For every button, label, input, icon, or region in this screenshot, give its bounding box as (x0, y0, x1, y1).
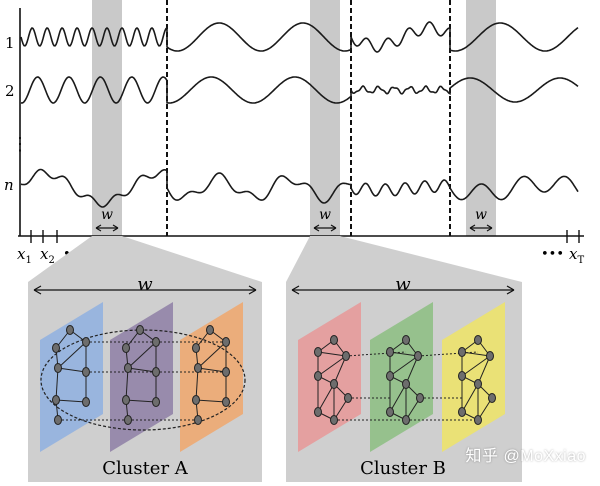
graph-node (458, 347, 466, 357)
watermark: 知乎 @MoXxiao (465, 448, 586, 465)
graph-node (54, 363, 62, 373)
window-band-1 (92, 0, 122, 236)
graph-node (330, 335, 338, 345)
graph-node (386, 371, 394, 381)
graph-node (122, 395, 130, 405)
graph-node (54, 415, 62, 425)
graph-node (136, 325, 144, 335)
graph-node (222, 367, 230, 377)
zoom-connector-b (286, 236, 522, 282)
window-marker-2: w (313, 207, 337, 232)
graph-node (124, 363, 132, 373)
graph-node (402, 335, 410, 345)
graph-node (344, 393, 352, 403)
cluster-b-panel: w Cluster B (286, 274, 522, 482)
graph-node (192, 343, 200, 353)
cluster-b-width-label: w (395, 274, 411, 295)
cluster-a-label: Cluster A (102, 458, 189, 479)
cluster-b-layer-2 (370, 302, 433, 452)
svg-text:w: w (475, 207, 487, 223)
graph-node (52, 343, 60, 353)
graph-node (314, 407, 322, 417)
graph-node (66, 325, 74, 335)
graph-node (474, 415, 482, 425)
graph-node (122, 343, 130, 353)
zoom-connector-a (28, 236, 262, 282)
graph-node (342, 351, 350, 361)
graph-node (416, 393, 424, 403)
graph-node (314, 371, 322, 381)
time-series-1 (20, 21, 579, 53)
graph-node (474, 335, 482, 345)
tick-xT: xT (569, 245, 584, 266)
dots-right: ••• (541, 247, 564, 262)
window-marker-3: w (469, 207, 493, 232)
cluster-a-graphs (52, 325, 230, 425)
cluster-b-graphs (314, 335, 496, 425)
graph-node (82, 397, 90, 407)
graph-node (386, 347, 394, 357)
graph-node (458, 407, 466, 417)
graph-node (222, 397, 230, 407)
graph-node (194, 415, 202, 425)
graph-node (82, 337, 90, 347)
graph-node (82, 367, 90, 377)
cluster-b-layer-3 (442, 302, 505, 452)
cluster-b-layer-1 (298, 302, 361, 452)
graph-node (488, 393, 496, 403)
graph-node (52, 395, 60, 405)
graph-node (402, 415, 410, 425)
time-series-n (20, 168, 579, 208)
tick-x1: x1 (17, 245, 32, 266)
graph-node (486, 351, 494, 361)
graph-node (194, 363, 202, 373)
graph-node (458, 371, 466, 381)
graph-node (314, 347, 322, 357)
cluster-a-width-label: w (137, 274, 153, 295)
x-axis-ticks (30, 230, 580, 243)
row-label-n: n (4, 176, 14, 194)
graph-node (124, 415, 132, 425)
graph-node (152, 367, 160, 377)
graph-node (152, 337, 160, 347)
row-label-1: 1 (5, 34, 15, 52)
graph-node (474, 379, 482, 389)
graph-node (192, 395, 200, 405)
graph-node (330, 379, 338, 389)
row-label-2: 2 (5, 82, 15, 100)
window-marker-1: w (95, 207, 119, 232)
window-band-3 (466, 0, 496, 236)
graph-node (222, 337, 230, 347)
graph-node (206, 325, 214, 335)
time-series-2 (20, 76, 579, 104)
svg-text:w: w (319, 207, 331, 223)
cluster-a-panel: w Cluster A (28, 274, 262, 482)
graph-node (386, 407, 394, 417)
window-band-2 (310, 0, 340, 236)
cluster-b-label: Cluster B (360, 458, 446, 479)
svg-text:w: w (101, 207, 113, 223)
graph-node (402, 379, 410, 389)
graph-node (414, 351, 422, 361)
graph-node (152, 397, 160, 407)
tick-x2: x2 (40, 245, 55, 266)
graph-node (330, 415, 338, 425)
